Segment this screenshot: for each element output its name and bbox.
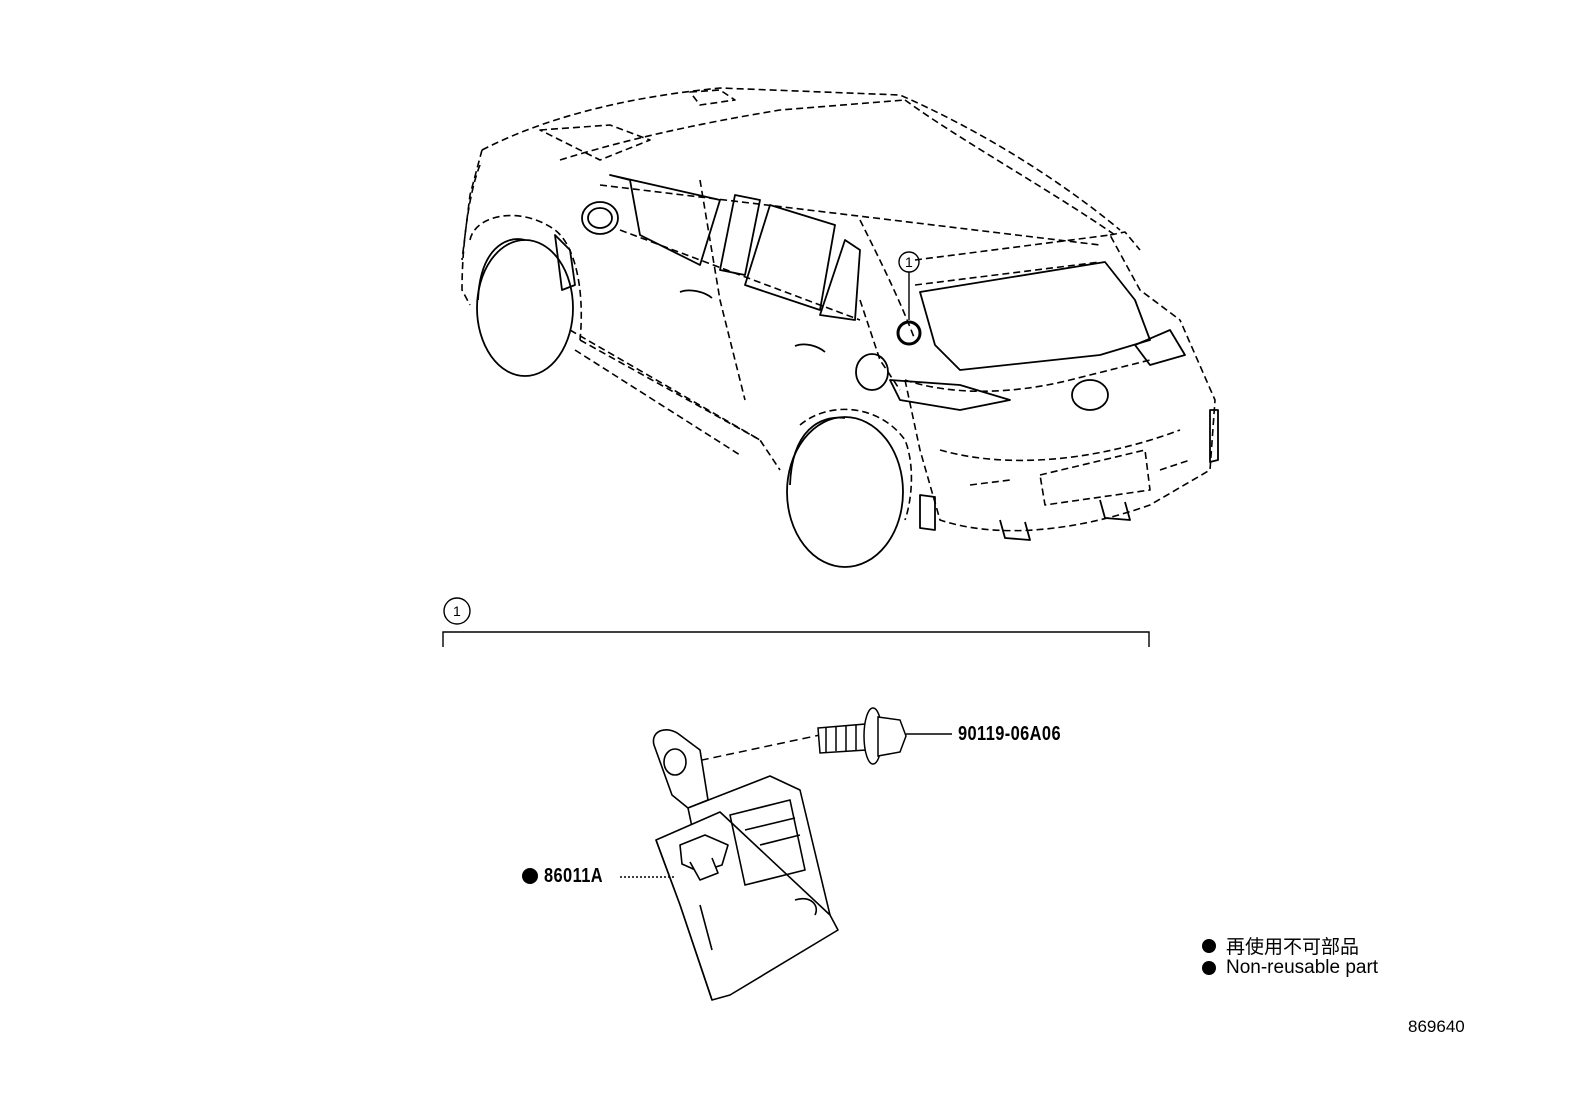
legend-dot-icon [1202,961,1216,975]
group-bracket [442,597,1150,647]
group-number: 1 [453,603,461,619]
legend-text-japanese: 再使用不可部品 [1226,937,1360,958]
module-illustration [620,729,839,1001]
legend-text-english: Non-reusable part [1226,957,1379,978]
callout-marker [896,251,922,346]
vehicle-illustration [461,87,1216,532]
legend-dot-icon [1202,938,1216,953]
legend-row-english: Non-reusable part [1202,957,1378,979]
part-number-bolt[interactable]: 90119-06A06 [958,723,1061,745]
figure-number: 869640 [1408,1017,1465,1036]
part-number-module[interactable]: 86011A [544,865,604,887]
non-reusable-marker [522,868,538,884]
legend-row-japanese: 再使用不可部品 [1202,932,1359,959]
bolt-illustration [687,707,952,765]
vehicle-callout-number: 1 [905,254,913,270]
